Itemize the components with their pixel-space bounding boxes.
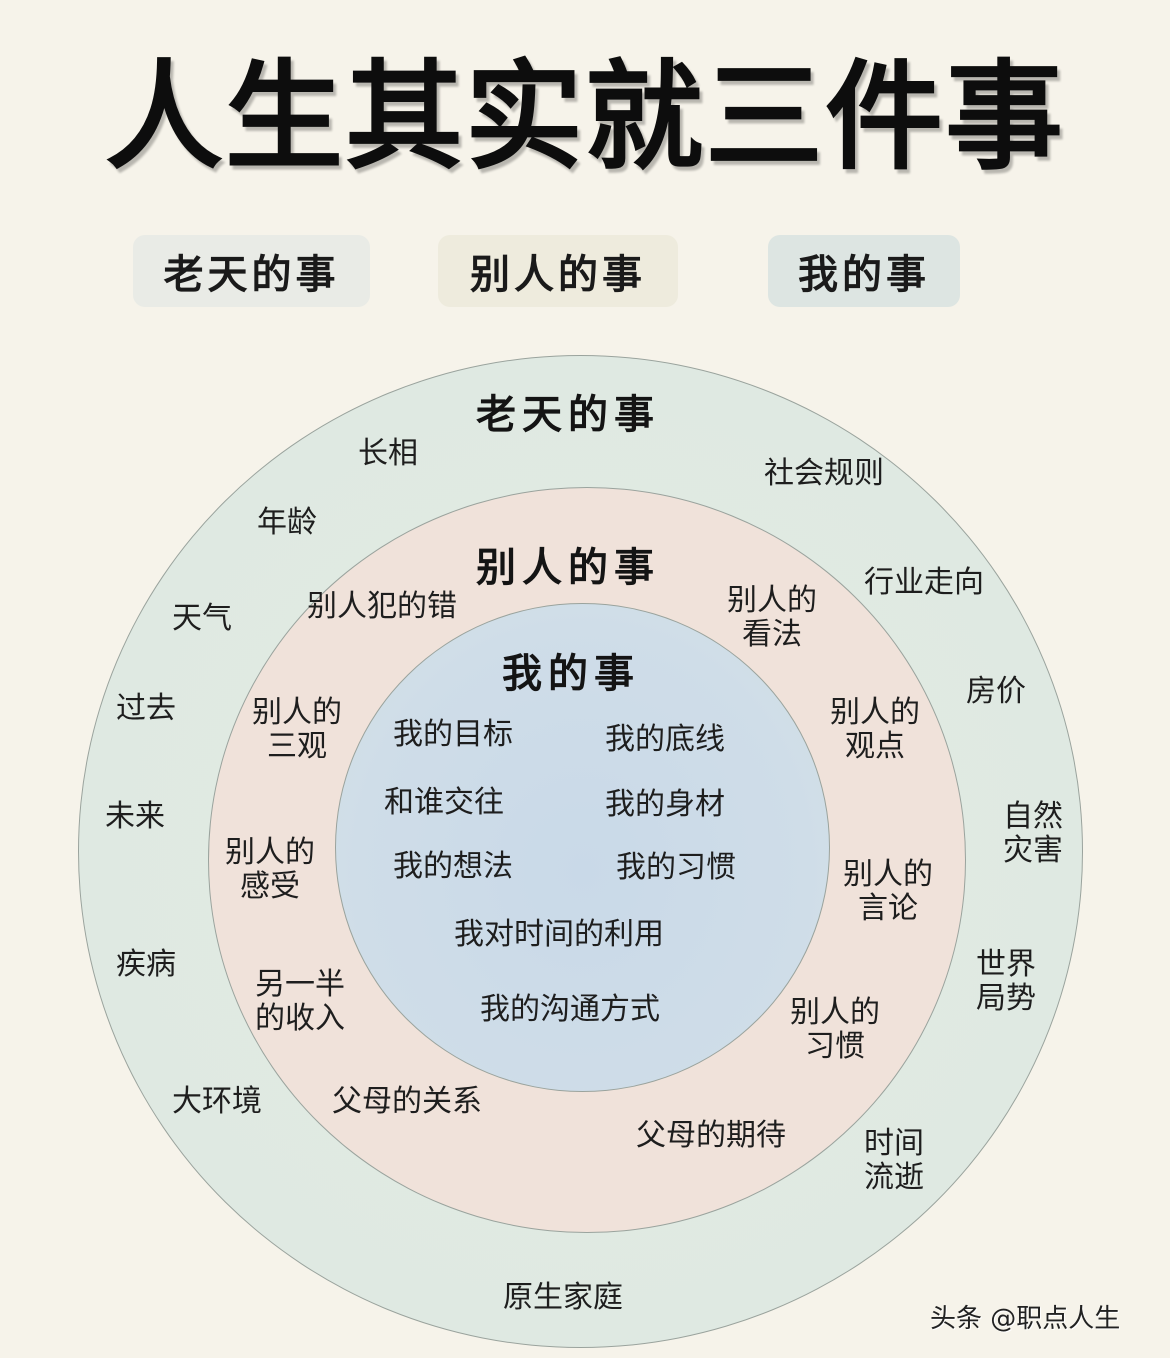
outer-item: 天气: [172, 601, 232, 636]
inner-item: 我的身材: [605, 787, 725, 822]
middle-item: 另一半 的收入: [255, 967, 345, 1036]
legend-others-matters: 别人的事: [438, 235, 678, 307]
outer-item: 房价: [966, 674, 1026, 709]
middle-item: 别人的 观点: [830, 695, 920, 764]
middle-item: 父母的期待: [636, 1118, 786, 1153]
outer-item: 时间 流逝: [864, 1126, 924, 1195]
middle-item: 别人的 看法: [727, 583, 817, 652]
page-title: 人生其实就三件事: [104, 48, 1065, 186]
middle-item: 别人的 三观: [252, 695, 342, 764]
outer-ring-heading: 老天的事: [476, 392, 660, 438]
middle-item: 别人的 感受: [225, 835, 315, 904]
outer-item: 疾病: [116, 947, 176, 982]
outer-item: 原生家庭: [503, 1280, 623, 1315]
outer-item: 未来: [105, 799, 165, 834]
middle-item: 别人的 习惯: [790, 995, 880, 1064]
middle-item: 父母的关系: [332, 1084, 482, 1119]
inner-circle-heading: 我的事: [502, 651, 640, 697]
outer-item: 世界 局势: [976, 947, 1036, 1016]
legend-heaven-matters: 老天的事: [133, 235, 370, 307]
inner-item: 和谁交往: [384, 785, 504, 820]
outer-item: 大环境: [172, 1084, 262, 1119]
inner-circle-mine: [335, 603, 830, 1092]
inner-item: 我的沟通方式: [480, 992, 660, 1027]
outer-item: 长相: [358, 436, 418, 471]
legend-my-matters: 我的事: [768, 235, 960, 307]
outer-item: 年龄: [257, 505, 317, 540]
inner-item: 我对时间的利用: [454, 917, 664, 952]
middle-item: 别人的 言论: [843, 857, 933, 926]
outer-item: 过去: [116, 691, 176, 726]
outer-item: 自然 灾害: [1003, 799, 1063, 868]
middle-item: 别人犯的错: [307, 589, 457, 624]
inner-item: 我的想法: [393, 849, 513, 884]
inner-item: 我的习惯: [616, 850, 736, 885]
middle-ring-heading: 别人的事: [476, 545, 660, 591]
outer-item: 社会规则: [764, 456, 884, 491]
inner-item: 我的底线: [605, 722, 725, 757]
watermark: 头条 @职点人生: [930, 1304, 1121, 1334]
inner-item: 我的目标: [393, 717, 513, 752]
outer-item: 行业走向: [864, 565, 984, 600]
